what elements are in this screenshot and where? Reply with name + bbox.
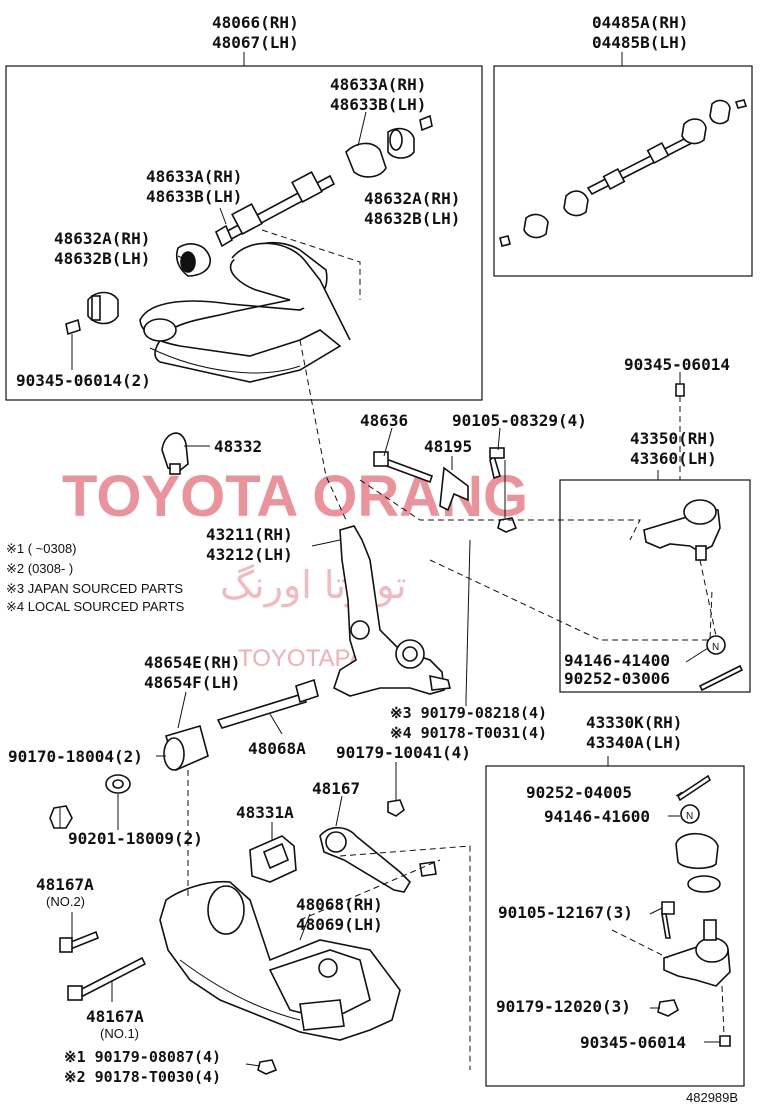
label-upper-ball-lh[interactable]: 43360(LH) <box>630 449 717 468</box>
label-bolt-48167a-no1[interactable]: 48167A <box>86 1007 144 1026</box>
label-nut-18004[interactable]: 90170-18004(2) <box>8 747 143 766</box>
note-1: ※1 ( ~0308) <box>6 541 77 556</box>
lower-ball-joint-box <box>485 765 745 1087</box>
label-link-48167[interactable]: 48167 <box>312 779 360 798</box>
diagram-id: 482989B <box>686 1090 738 1105</box>
label-bush-b1-lh[interactable]: 48632B(LH) <box>364 209 460 228</box>
label-bush-b1-rh[interactable]: 48632A(RH) <box>364 189 460 208</box>
lower-drawing <box>49 678 471 1075</box>
label-bolt-48636[interactable]: 48636 <box>360 411 408 430</box>
label-kit-rh[interactable]: 04485A(RH) <box>592 13 688 32</box>
label-lower-bush-lh[interactable]: 48654F(LH) <box>144 673 240 692</box>
label-bolt-90105[interactable]: 90105-08329(4) <box>452 411 587 430</box>
label-knuckle-lh[interactable]: 43212(LH) <box>206 545 293 564</box>
label-fitting-lower[interactable]: 90345-06014 <box>580 1033 686 1052</box>
kit-drawing <box>499 99 748 247</box>
label-bumper[interactable]: 48332 <box>214 437 262 456</box>
label-washer-18009[interactable]: 90201-18009(2) <box>68 829 203 848</box>
label-upper-arm-lh[interactable]: 48067(LH) <box>212 33 299 52</box>
leader-lines <box>59 52 720 1067</box>
label-lower-ball-lh[interactable]: 43340A(LH) <box>586 733 682 752</box>
label-bush-a2-rh[interactable]: 48633A(RH) <box>146 167 242 186</box>
label-bush-b2-rh[interactable]: 48632A(RH) <box>54 229 150 248</box>
svg-text:N: N <box>686 811 693 822</box>
note-3: ※3 JAPAN SOURCED PARTS <box>6 581 183 596</box>
label-lower-ball-rh[interactable]: 43330K(RH) <box>586 713 682 732</box>
label-upper-ball-rh[interactable]: 43350(RH) <box>630 429 717 448</box>
label-bush-a1-lh[interactable]: 48633B(LH) <box>330 95 426 114</box>
label-nut-T0030[interactable]: ※2 90178-T0030(4) <box>64 1068 221 1086</box>
label-nut-10041[interactable]: 90179-10041(4) <box>336 743 471 762</box>
kit-box <box>493 65 753 277</box>
label-nut-cap-2[interactable]: 94146-41600 <box>544 807 650 826</box>
label-bush-a1-rh[interactable]: 48633A(RH) <box>330 75 426 94</box>
label-lower-bush-rh[interactable]: 48654E(RH) <box>144 653 240 672</box>
label-bolt-48167a-no2[interactable]: 48167A <box>36 875 94 894</box>
upper-ball-joint-box <box>559 479 751 693</box>
lower-ball-joint-drawing: N <box>611 774 731 1047</box>
label-fitting-upper[interactable]: 90345-06014(2) <box>16 371 151 390</box>
label-nut-08087[interactable]: ※1 90179-08087(4) <box>64 1048 221 1066</box>
part-labels: 48066(RH) 48067(LH) 04485A(RH) 04485B(LH… <box>8 13 738 1105</box>
label-knuckle-rh[interactable]: 43211(RH) <box>206 525 293 544</box>
label-no1: (NO.1) <box>100 1026 139 1041</box>
label-bush-b2-lh[interactable]: 48632B(LH) <box>54 249 150 268</box>
label-cotter-1[interactable]: 90252-03006 <box>564 669 670 688</box>
label-no2: (NO.2) <box>46 894 85 909</box>
label-bush-a2-lh[interactable]: 48633B(LH) <box>146 187 242 206</box>
label-kit-lh[interactable]: 04485B(LH) <box>592 33 688 52</box>
label-upper-arm-rh[interactable]: 48066(RH) <box>212 13 299 32</box>
watermark-persian: تویوتا اورنگ <box>220 563 407 608</box>
label-fitting-43350[interactable]: 90345-06014 <box>624 355 730 374</box>
upper-arm-drawing <box>65 114 433 521</box>
label-bolt-12167[interactable]: 90105-12167(3) <box>498 903 633 922</box>
label-lower-arm-rh[interactable]: 48068(RH) <box>296 895 383 914</box>
label-nut-cap-1[interactable]: 94146-41400 <box>564 651 670 670</box>
middle-drawing <box>161 432 713 701</box>
label-nut-12020[interactable]: 90179-12020(3) <box>496 997 631 1016</box>
note-2: ※2 (0308- ) <box>6 561 73 576</box>
label-cotter-2[interactable]: 90252-04005 <box>526 783 632 802</box>
footnotes: ※1 ( ~0308) ※2 (0308- ) ※3 JAPAN SOURCED… <box>6 541 185 614</box>
label-bracket-48195[interactable]: 48195 <box>424 437 472 456</box>
upper-ball-joint-drawing: N <box>643 383 744 692</box>
svg-text:N: N <box>712 642 719 653</box>
label-nut-japan[interactable]: ※3 90179-08218(4) <box>390 704 547 722</box>
label-nut-local[interactable]: ※4 90178-T0031(4) <box>390 724 547 742</box>
label-lower-bolt[interactable]: 48068A <box>248 739 306 758</box>
label-bumper-lower[interactable]: 48331A <box>236 803 294 822</box>
label-lower-arm-lh[interactable]: 48069(LH) <box>296 915 383 934</box>
note-4: ※4 LOCAL SOURCED PARTS <box>6 599 185 614</box>
